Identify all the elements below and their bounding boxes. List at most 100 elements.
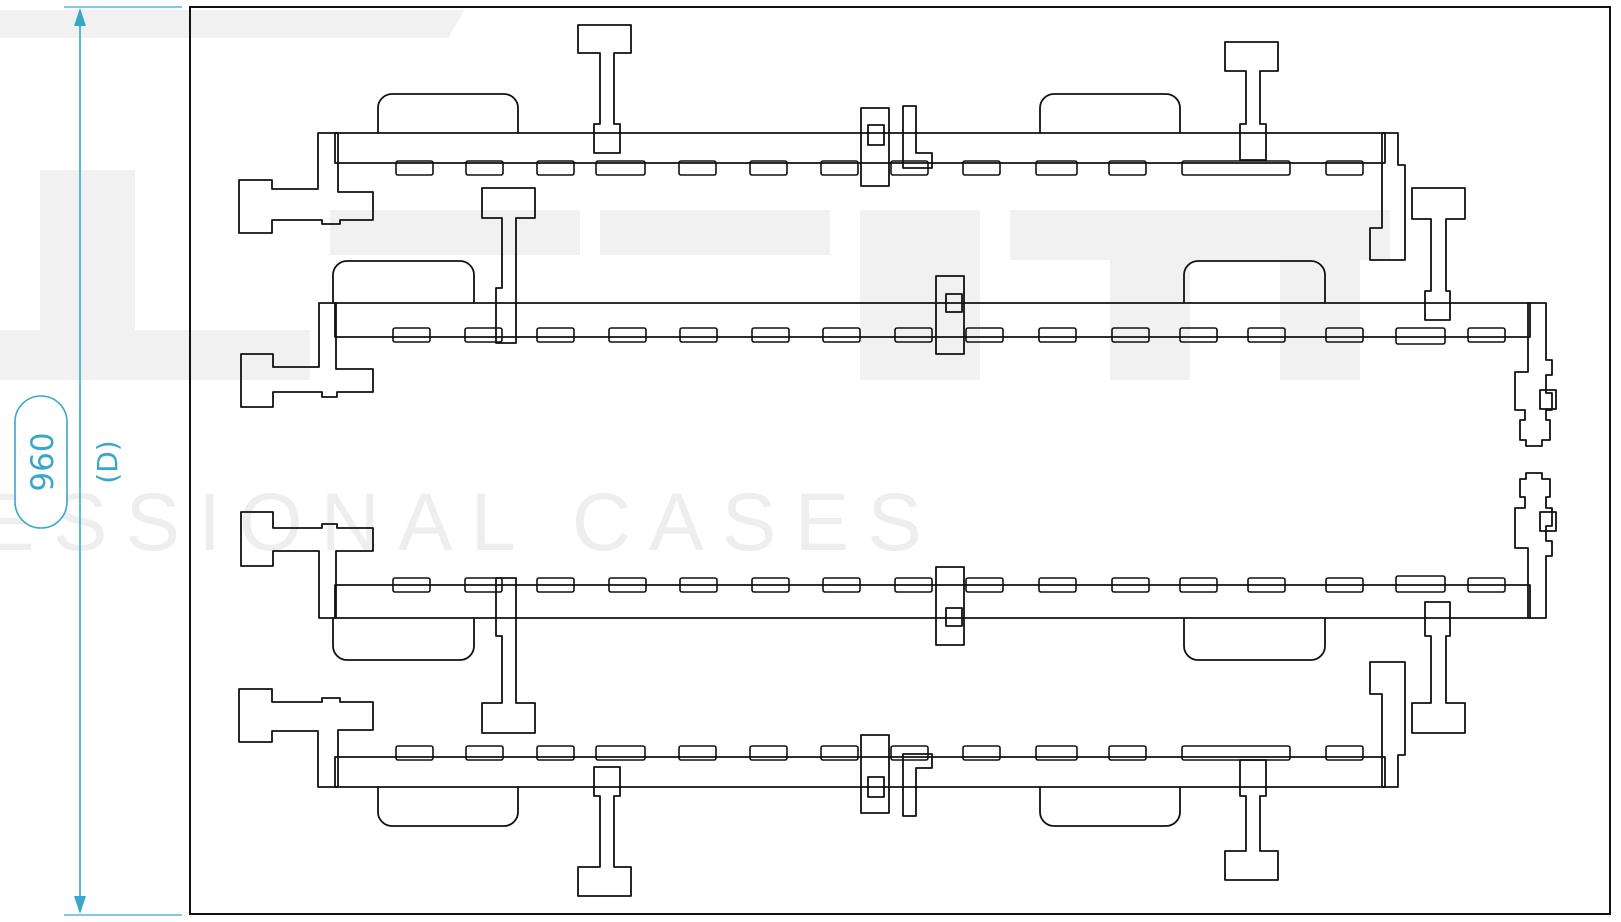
- clip-slot: [1247, 577, 1286, 593]
- cutout-row-1: [238, 24, 1406, 261]
- center-clamp-window: [945, 293, 963, 313]
- clip-slot: [1395, 327, 1446, 345]
- rounded-pocket: [1183, 260, 1326, 303]
- clip-slot: [678, 745, 717, 761]
- side-bracket-cutout: [1369, 661, 1406, 788]
- clip-slot: [1467, 327, 1506, 343]
- dimension-axis-label: (D): [91, 440, 124, 483]
- clip-slot: [465, 745, 504, 761]
- clip-slot: [1111, 577, 1150, 593]
- center-clamp-window: [945, 607, 963, 627]
- clip-slot: [395, 745, 434, 761]
- end-bracket-cutout: [238, 688, 374, 788]
- end-connector-cutout: [1514, 472, 1553, 619]
- rounded-pocket: [332, 260, 475, 303]
- clip-slot: [464, 577, 503, 593]
- clip-slot: [1181, 160, 1291, 176]
- clip-slot: [751, 327, 790, 343]
- clip-slot: [1395, 575, 1446, 593]
- dimension-arrow-bottom: [74, 896, 86, 914]
- rounded-pocket: [377, 787, 519, 827]
- cutout-row-4: [238, 661, 1406, 897]
- row-1-slots: [395, 160, 1364, 176]
- clip-slot: [1179, 577, 1218, 593]
- t-handle-cutout: [1224, 759, 1279, 881]
- center-clamp-tab: [902, 753, 933, 817]
- clip-slot: [1038, 577, 1077, 593]
- t-handle-cutout: [577, 24, 632, 154]
- clip-slot: [608, 327, 647, 343]
- foam-outer-boundary: [189, 6, 1611, 915]
- end-bracket-cutout: [238, 132, 374, 234]
- end-connector-cutout: [1514, 302, 1553, 447]
- end-bracket-cutout: [240, 511, 374, 619]
- clip-slot: [1181, 745, 1291, 761]
- center-clamp-cutout: [860, 107, 890, 187]
- clip-slot: [679, 327, 718, 343]
- clip-slot: [1108, 160, 1147, 176]
- rod-channel: [334, 756, 1386, 788]
- center-clamp-tab: [902, 105, 933, 169]
- clip-slot: [965, 327, 1004, 343]
- row-4-slots: [395, 745, 1364, 761]
- row-3-slots: [392, 575, 1506, 593]
- clip-slot: [1325, 745, 1364, 761]
- clip-slot: [1035, 160, 1078, 176]
- clip-slot: [962, 745, 1001, 761]
- clip-slot: [464, 327, 503, 343]
- clip-slot: [608, 577, 647, 593]
- center-clamp-window: [867, 124, 885, 146]
- dimension-960: [14, 6, 182, 916]
- clip-slot: [536, 745, 575, 761]
- center-clamp-window: [867, 776, 885, 798]
- clip-slot: [536, 577, 575, 593]
- row-2-slots: [392, 327, 1506, 345]
- t-handle-cutout: [481, 577, 536, 734]
- watermark-logo-shapes: [0, 10, 1390, 380]
- clip-slot: [1108, 745, 1147, 761]
- end-connector-tab: [1539, 511, 1557, 532]
- clip-slot: [1035, 745, 1078, 761]
- clip-slot: [595, 160, 646, 176]
- center-clamp-cutout: [935, 275, 965, 355]
- clip-slot: [751, 577, 790, 593]
- center-clamp-cutout: [860, 734, 890, 814]
- t-handle-cutout: [1411, 187, 1466, 321]
- clip-slot: [678, 160, 717, 176]
- dimension-label-capsule: [14, 395, 68, 529]
- clip-slot: [1038, 327, 1077, 343]
- clip-slot: [820, 160, 859, 176]
- t-handle-cutout: [1224, 41, 1279, 161]
- clip-slot: [894, 577, 933, 593]
- clip-slot: [1247, 327, 1286, 343]
- cutout-row-3: [240, 472, 1557, 734]
- rounded-pocket: [1183, 618, 1326, 661]
- t-handle-cutout: [1411, 601, 1466, 734]
- dimension-arrow-top: [74, 8, 86, 26]
- clip-slot: [1325, 327, 1364, 343]
- clip-slot: [822, 327, 861, 343]
- rounded-pocket: [332, 618, 475, 661]
- clip-slot: [965, 577, 1004, 593]
- end-bracket-cutout: [240, 302, 374, 408]
- clip-slot: [890, 745, 929, 761]
- clip-slot: [962, 160, 1001, 176]
- clip-slot: [465, 160, 504, 176]
- clip-slot: [1111, 327, 1150, 343]
- clip-slot: [1467, 577, 1506, 593]
- clip-slot: [822, 577, 861, 593]
- dimension-value: 960: [25, 432, 61, 491]
- center-clamp-cutout: [935, 566, 965, 646]
- clip-slot: [536, 160, 575, 176]
- rod-channel: [334, 132, 1386, 164]
- watermark-text: ESSIONAL CASES: [0, 477, 940, 568]
- clip-slot: [890, 160, 929, 176]
- t-handle-cutout: [481, 187, 536, 344]
- clip-slot: [894, 327, 933, 343]
- clip-slot: [749, 745, 788, 761]
- clip-slot: [679, 577, 718, 593]
- clip-slot: [595, 745, 646, 761]
- rounded-pocket: [1039, 93, 1181, 133]
